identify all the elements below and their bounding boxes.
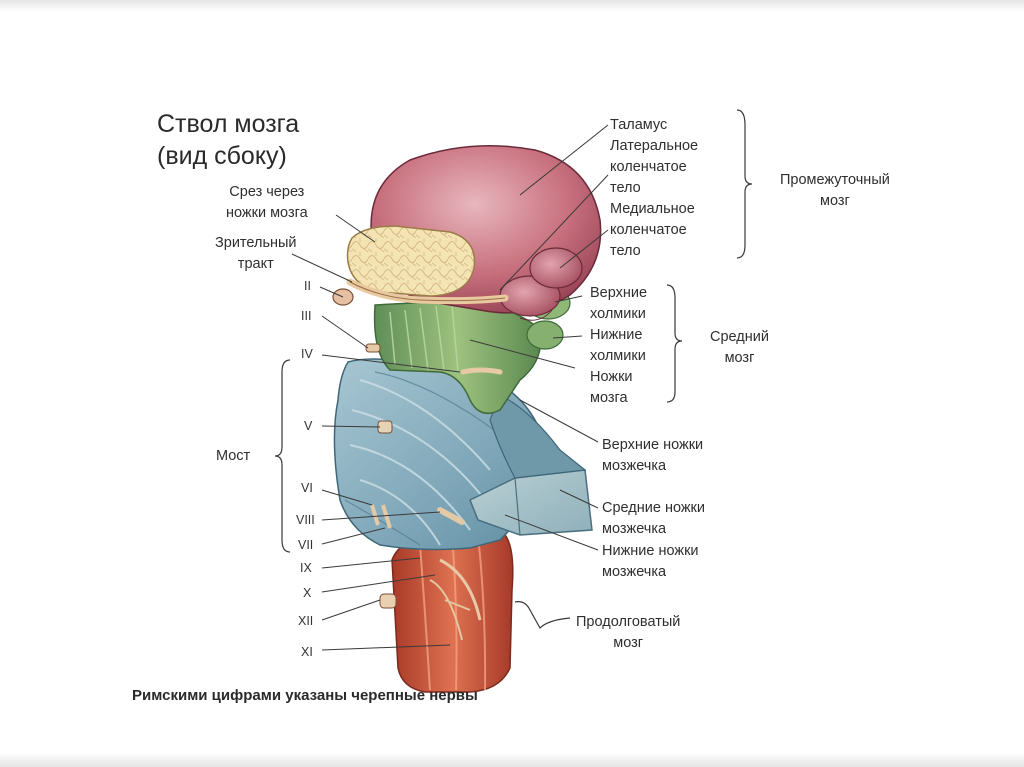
label-medulla: Продолговатый мозг — [576, 612, 680, 654]
label-optic-tract: Зрительный тракт — [215, 233, 297, 275]
nerve-label-ix: IX — [300, 561, 312, 575]
nerve-label-ii: II — [304, 279, 311, 293]
nerve-label-x: X — [303, 586, 311, 600]
nerve-label-vii: VII — [298, 538, 313, 552]
label-diencephalon: Промежуточный мозг — [780, 170, 890, 212]
label-pons: Мост — [216, 446, 250, 467]
title-line-1: Ствол мозга — [157, 108, 299, 140]
label-thalamus-group: Таламус Латеральное коленчатое тело Меди… — [610, 115, 698, 262]
label-inferior-peduncles: Нижние ножки мозжечка — [602, 541, 699, 583]
label-peduncle-cut: Срез через ножки мозга — [226, 182, 308, 224]
diagram-title: Ствол мозга (вид сбоку) — [157, 108, 299, 172]
bottom-shadow — [0, 753, 1024, 767]
nerve-label-iii: III — [301, 309, 311, 323]
nerve-label-vi: VI — [301, 481, 313, 495]
label-middle-peduncles: Средние ножки мозжечка — [602, 498, 705, 540]
nerve-label-xii: XII — [298, 614, 313, 628]
title-line-2: (вид сбоку) — [157, 140, 299, 172]
label-midbrain-parts: Верхние холмики Нижние холмики Ножки моз… — [590, 283, 647, 409]
nerve-label-v: V — [304, 419, 312, 433]
label-midbrain: Средний мозг — [710, 327, 769, 369]
nerve-label-viii: VIII — [296, 513, 315, 527]
medulla — [392, 530, 513, 692]
diagram-caption: Римскими цифрами указаны черепные нервы — [132, 687, 478, 704]
nerve-label-xi: XI — [301, 645, 313, 659]
label-superior-peduncles: Верхние ножки мозжечка — [602, 435, 703, 477]
nerve-label-iv: IV — [301, 347, 313, 361]
